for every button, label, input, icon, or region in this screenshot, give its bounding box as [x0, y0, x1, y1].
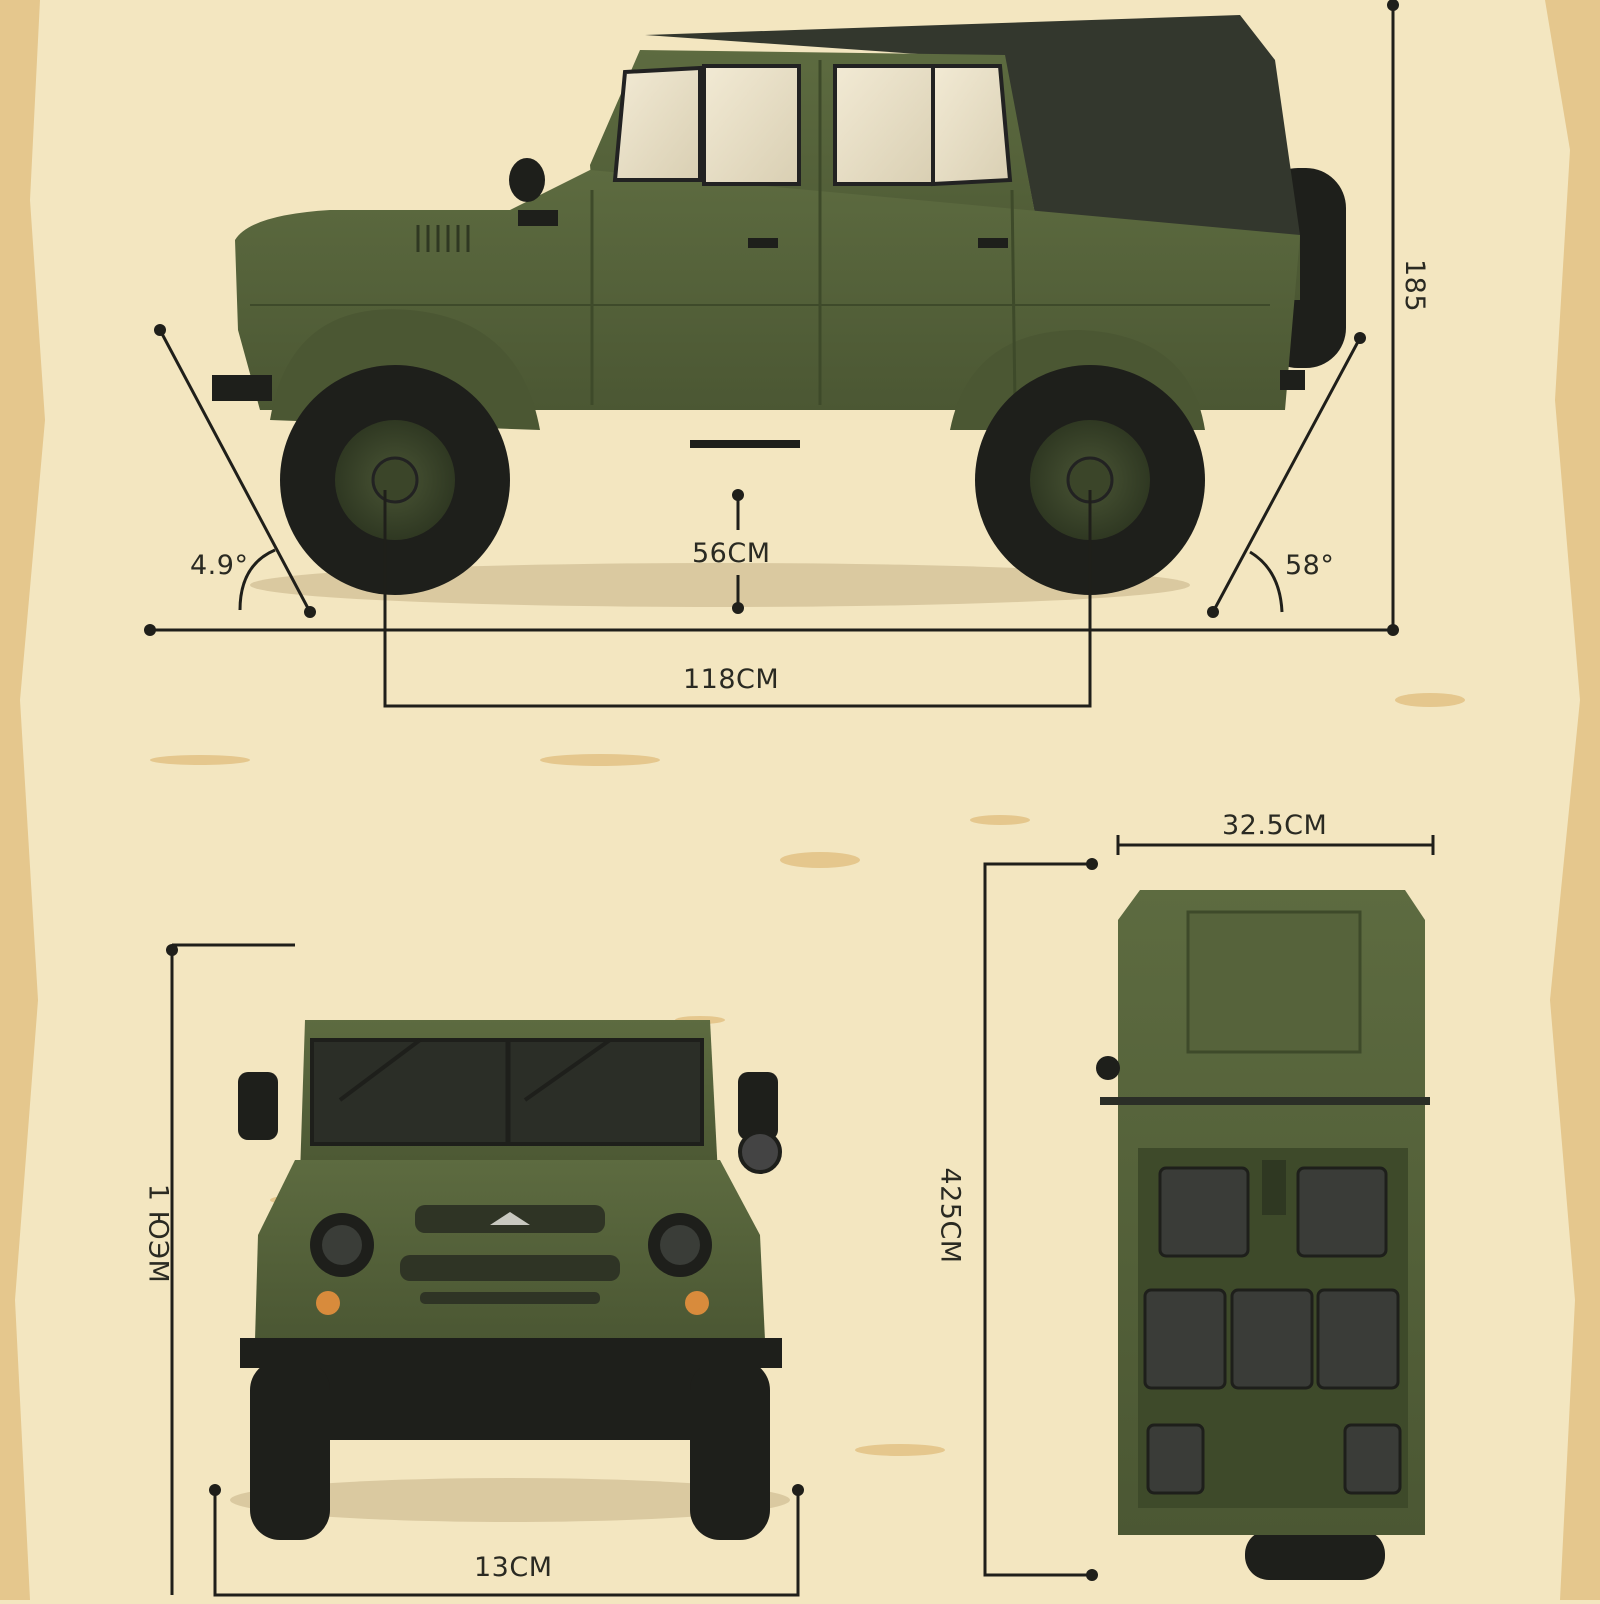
canvas-top [645, 15, 1300, 240]
side-dimension-lines [150, 5, 1395, 708]
ground-clearance-label: 56CM [692, 538, 771, 569]
side-view-vehicle [212, 15, 1346, 607]
side-wheel-rear [975, 365, 1205, 595]
front-dimension-dots [166, 944, 804, 1496]
vehicle-height-label: 185 [1399, 258, 1431, 313]
front-dimension-lines [170, 943, 800, 1597]
top-length-label: 425CM [934, 1167, 966, 1264]
wheelbase-label: 118CM [683, 664, 780, 695]
approach-angle-label: 4.9° [190, 550, 249, 581]
departure-angle-label: 58° [1285, 550, 1335, 581]
top-dimension-dots [1086, 858, 1098, 1581]
track-width-label: 13CM [474, 1552, 553, 1583]
side-dimension-dots [144, 0, 1399, 636]
front-body [255, 1160, 765, 1340]
front-height-label: 1 ЮЭМ [142, 1183, 174, 1284]
front-view-vehicle [230, 1020, 790, 1540]
top-view-vehicle [1096, 890, 1430, 1580]
top-width-label: 32.5CM [1222, 810, 1328, 841]
top-dimension-lines [983, 835, 1435, 1577]
front-tire-left [250, 1360, 330, 1540]
window-front [612, 65, 702, 182]
seats [1143, 1166, 1402, 1495]
side-wheel-front [280, 365, 510, 595]
mirror-icon [509, 158, 545, 202]
front-tire-right [690, 1360, 770, 1540]
